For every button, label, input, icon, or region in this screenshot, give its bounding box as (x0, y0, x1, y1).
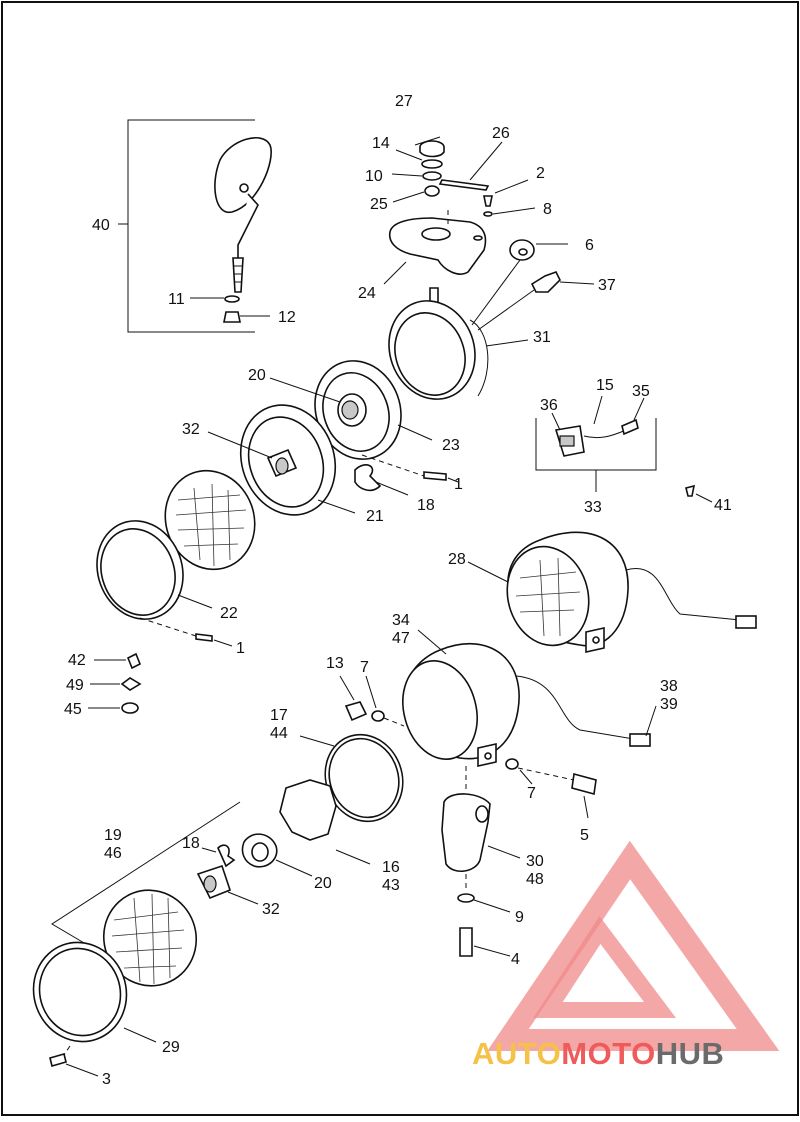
callout-c41: 41 (714, 497, 732, 514)
callout-c42: 42 (68, 652, 86, 669)
callout-c19: 19 (104, 827, 122, 844)
callout-c18b: 18 (182, 835, 200, 852)
callout-c8: 8 (543, 201, 552, 218)
callout-c4: 4 (511, 951, 520, 968)
turn-signal-28 (467, 531, 757, 653)
retaining-ring-22 (96, 520, 233, 647)
callout-c26: 26 (492, 125, 510, 142)
callout-c15: 15 (596, 377, 614, 394)
callout-c31: 31 (533, 329, 551, 346)
callout-c48: 48 (526, 871, 544, 888)
callout-c39: 39 (660, 696, 678, 713)
callout-c12: 12 (278, 309, 296, 326)
callout-c47: 47 (392, 630, 410, 647)
callout-c7a: 7 (360, 659, 369, 676)
turn-signal-34 (402, 629, 657, 767)
callout-c14: 14 (372, 135, 390, 152)
bracket-16 (279, 779, 371, 865)
headlamp-lens (164, 469, 256, 571)
watermark-logo (487, 840, 780, 1051)
callout-c21: 21 (366, 508, 384, 525)
callout-c35: 35 (632, 383, 650, 400)
callout-c32a: 32 (182, 421, 200, 438)
ring-17 (299, 733, 404, 823)
watermark-hub-text: HUB (655, 1036, 725, 1071)
callout-c49: 49 (66, 677, 84, 694)
turn-signal-wiring-33 (535, 395, 713, 503)
callout-c10: 10 (365, 168, 383, 185)
callout-c44: 44 (270, 725, 288, 742)
callout-c40: 40 (92, 217, 110, 234)
callout-c16: 16 (382, 859, 400, 876)
trim-ring-23 (269, 360, 459, 496)
callout-c34: 34 (392, 612, 410, 629)
reflector-21 (207, 404, 356, 516)
callout-c1b: 1 (236, 640, 245, 657)
callout-c1a: 1 (454, 476, 463, 493)
mount-30 (441, 766, 521, 957)
callout-c2: 2 (536, 165, 545, 182)
lower-headlamp-19 (51, 801, 313, 987)
small-hardware (88, 652, 597, 819)
top-bracket (383, 136, 595, 293)
callout-c24: 24 (358, 285, 376, 302)
watermark-moto-text: MOTO (561, 1036, 656, 1071)
mirror-assembly (118, 119, 272, 333)
callout-c13: 13 (326, 655, 344, 672)
callout-c20b: 20 (314, 875, 332, 892)
callout-c23: 23 (442, 437, 460, 454)
housing-ring (388, 259, 535, 400)
callout-c20a: 20 (248, 367, 266, 384)
callout-c3: 3 (102, 1071, 111, 1088)
callout-c45: 45 (64, 701, 82, 718)
callout-c46: 46 (104, 845, 122, 862)
watermark-auto-text: AUTO (472, 1036, 562, 1071)
callout-c11: 11 (168, 291, 185, 308)
callout-c32b: 32 (262, 901, 280, 918)
callout-c18a: 18 (417, 497, 435, 514)
callout-c9: 9 (515, 909, 524, 926)
callout-c43: 43 (382, 877, 400, 894)
callout-c6: 6 (585, 237, 594, 254)
callout-c30: 30 (526, 853, 544, 870)
callout-c29: 29 (162, 1039, 180, 1056)
callout-c5: 5 (580, 827, 589, 844)
callout-c7b: 7 (527, 785, 536, 802)
retaining-ring-29 (32, 941, 157, 1077)
callout-c25: 25 (370, 196, 388, 213)
callout-c27: 27 (395, 93, 413, 110)
callout-c33: 33 (584, 499, 602, 516)
callout-c38: 38 (660, 678, 678, 695)
callout-c36: 36 (540, 397, 558, 414)
callout-c22: 22 (220, 605, 238, 622)
watermark-brand: AUTOMOTOHUB (472, 1036, 724, 1072)
callout-c17: 17 (270, 707, 288, 724)
callout-c28: 28 (448, 551, 466, 568)
callout-c37: 37 (598, 277, 616, 294)
